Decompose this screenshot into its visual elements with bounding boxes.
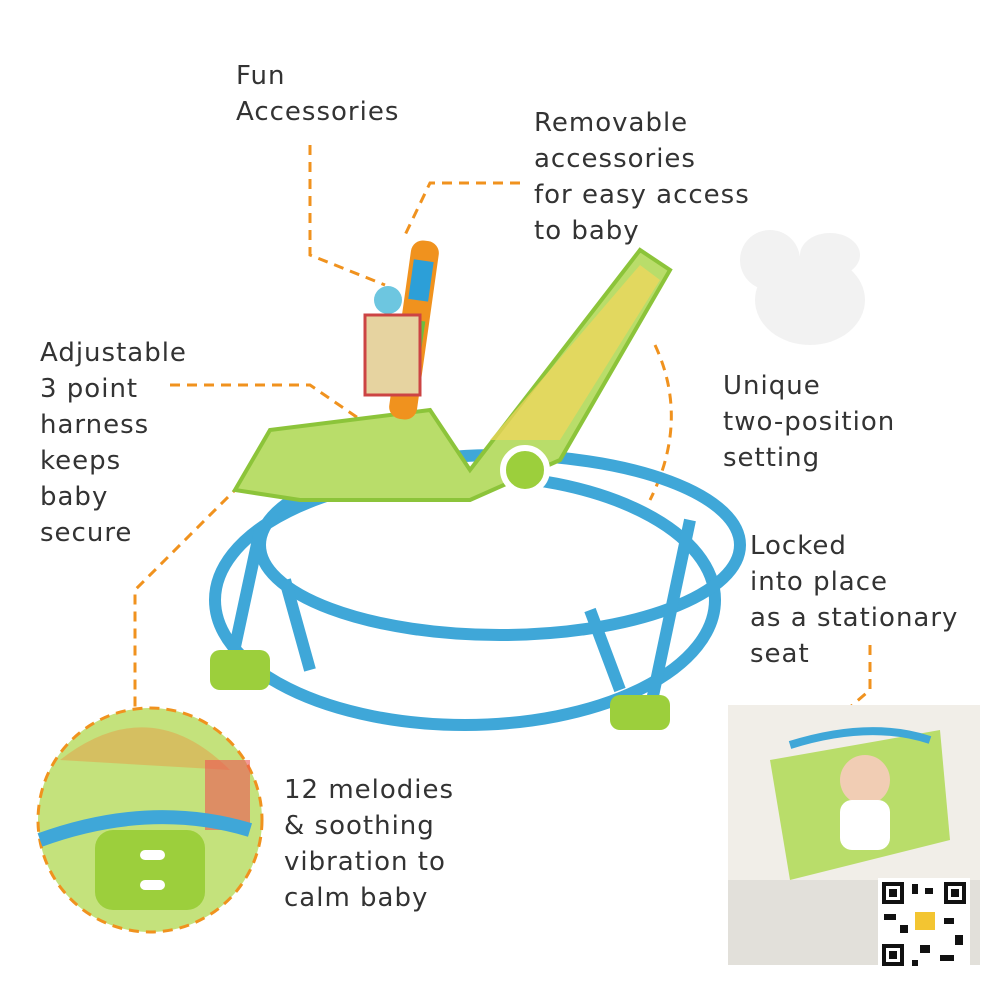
music-button: [140, 850, 165, 860]
feature-stationary-seat: Locked into place as a stationary seat: [750, 531, 959, 669]
bee-watermark-icon: [740, 230, 865, 345]
baby-photo-inset: [728, 705, 980, 965]
rocker-frame: [209, 449, 746, 731]
baby: [840, 755, 890, 805]
vibration-button: [140, 880, 165, 890]
backrest-print: [490, 265, 660, 440]
feet: [210, 650, 670, 730]
hanging-book: [363, 313, 422, 397]
music-unit-inset: [36, 706, 264, 934]
hanging-toy: [374, 286, 402, 314]
feature-removable-accessories: Removable accessories for easy access to…: [534, 108, 750, 246]
feature-harness: Adjustable 3 point harness keeps baby se…: [40, 338, 187, 548]
hinge: [500, 445, 550, 495]
feature-melodies: 12 melodies & soothing vibration to calm…: [284, 775, 455, 913]
feature-two-position: Unique two-position setting: [723, 371, 896, 473]
feature-fun-accessories: Fun Accessories: [236, 61, 400, 127]
qr-code: [878, 878, 970, 970]
music-control-panel: [95, 830, 205, 910]
